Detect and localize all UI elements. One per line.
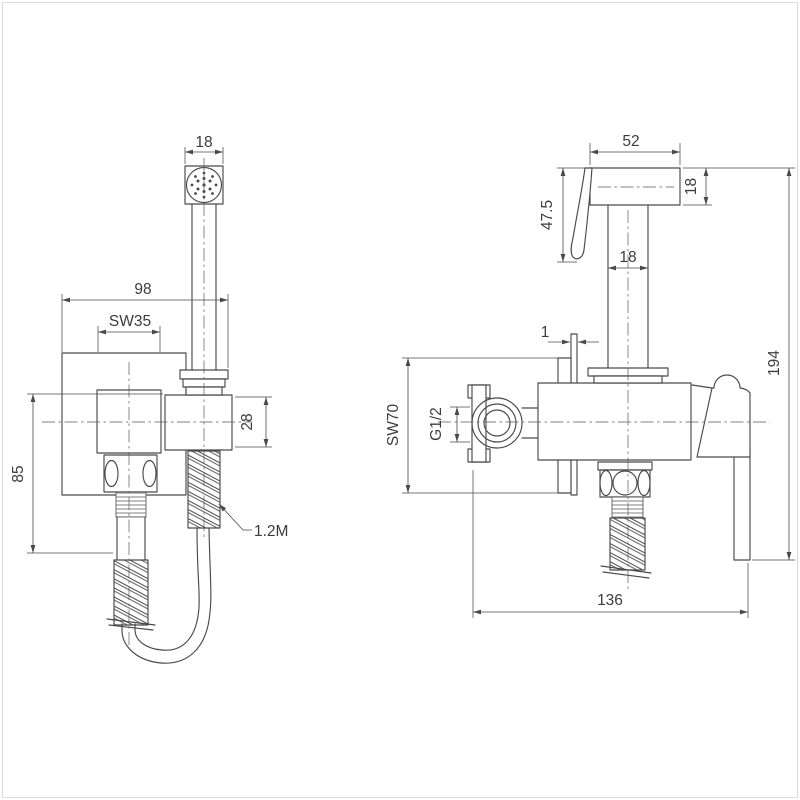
sprayer-head-side: [570, 167, 681, 260]
hose-coil-lower: [106, 559, 156, 631]
dim-head-length-label: 52: [622, 133, 639, 150]
dim-overall-depth: 136: [472, 470, 749, 618]
dim-head-length: 52: [589, 133, 681, 165]
inlet-flange-side: [467, 384, 491, 463]
sprayer-holder-front: [164, 394, 233, 451]
sprayer-handle-side: [607, 204, 649, 369]
dim-trigger-height: 47.5: [539, 167, 587, 263]
dim-overall-depth-label: 136: [597, 592, 623, 609]
dim-mount-height: 85: [10, 393, 163, 554]
dim-body-flats: SW35: [97, 313, 161, 352]
dim-inlet-thread: G1/2: [428, 406, 470, 443]
dim-head-width: 18: [184, 134, 224, 164]
dim-head-height-label: 18: [683, 178, 700, 195]
front-view: 18 98 SW35 28: [10, 134, 288, 664]
dim-mount-height-label: 85: [10, 465, 27, 482]
dim-plate-thickness: 1: [541, 324, 599, 345]
inlet-union-circles: [471, 397, 539, 449]
outlet-thread-front: [115, 491, 147, 518]
dim-head-height: 18: [683, 167, 795, 206]
dim-trigger-height-label: 47.5: [539, 200, 556, 230]
dim-overall-height-label: 194: [766, 350, 783, 376]
dim-plate-thickness-label: 1: [541, 324, 550, 341]
trigger-lever: [570, 167, 593, 260]
side-view: 52 18 47.5 18: [385, 133, 795, 618]
hose-tube-front: [116, 516, 146, 561]
dim-body-flats-label: SW35: [109, 313, 151, 330]
dim-holder-height-label: 28: [239, 413, 256, 430]
valve-body-front: [96, 389, 162, 454]
dim-hose-length: 1.2M: [218, 503, 288, 540]
dim-offset-label: 98: [134, 281, 151, 298]
dim-overall-height: 194: [752, 168, 795, 561]
outlet-nut-side: [597, 461, 653, 498]
valve-body-side: [537, 382, 692, 461]
hose-loop: [121, 527, 212, 664]
dim-head-width-label: 18: [195, 134, 212, 151]
dim-holder-height: 28: [235, 396, 272, 448]
sprayer-handle-front: [191, 203, 217, 371]
dim-inlet-thread-label: G1/2: [428, 407, 445, 441]
dim-handle-diameter: 18: [608, 249, 648, 271]
dim-hose-length-label: 1.2M: [254, 523, 288, 540]
dim-offset: 98: [61, 281, 229, 368]
dim-plate-flats-label: SW70: [385, 404, 402, 447]
dim-plate-flats: SW70: [385, 357, 569, 494]
lever-handle-side: [691, 374, 751, 561]
outlet-nut-front: [103, 454, 158, 493]
outlet-thread-side: [611, 496, 644, 519]
hose-coil-side: [600, 517, 652, 579]
dim-handle-diameter-label: 18: [619, 249, 636, 266]
